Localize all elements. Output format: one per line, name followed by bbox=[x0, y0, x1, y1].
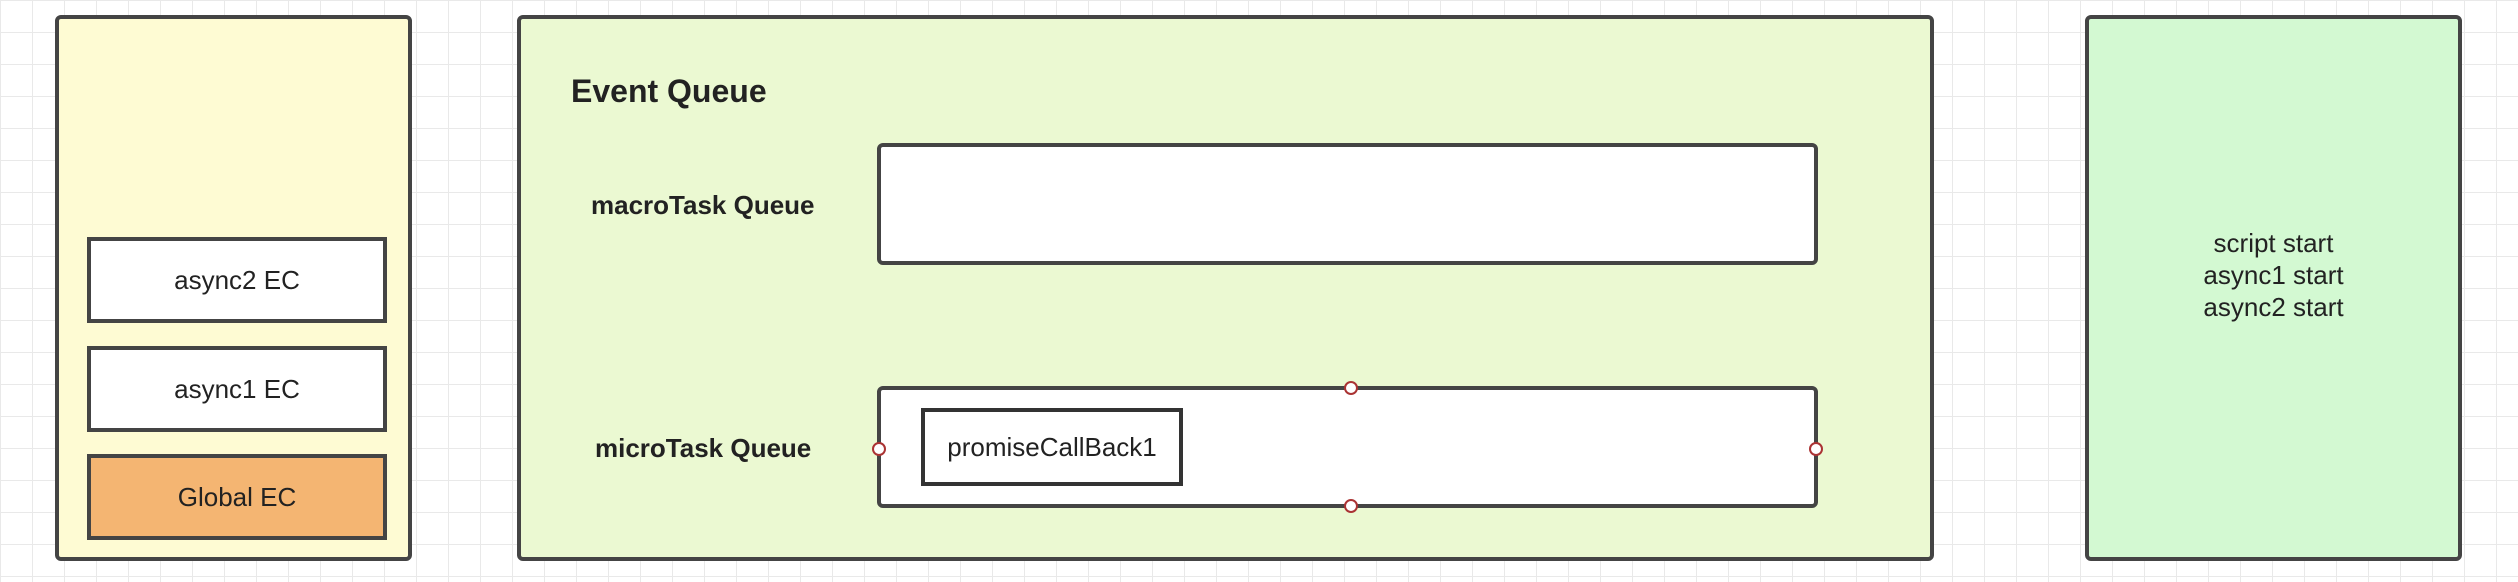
console-line: script start bbox=[2213, 228, 2334, 258]
console-output-panel: script start async1 start async2 start bbox=[2085, 15, 2462, 561]
connection-handle-bottom[interactable] bbox=[1344, 499, 1358, 513]
microtask-queue-label: microTask Queue bbox=[595, 433, 812, 463]
macrotask-queue-box bbox=[877, 143, 1818, 265]
console-line: async2 start bbox=[2203, 292, 2344, 322]
promise-callback-item: promiseCallBack1 bbox=[921, 408, 1183, 486]
async2-ec-frame: async2 EC bbox=[87, 237, 387, 323]
call-stack-panel: async2 EC async1 EC Global EC bbox=[55, 15, 412, 561]
async1-ec-frame: async1 EC bbox=[87, 346, 387, 432]
event-queue-panel: Event Queue macroTask Queue microTask Qu… bbox=[517, 15, 1934, 561]
macrotask-queue-label: macroTask Queue bbox=[591, 190, 815, 220]
console-line: async1 start bbox=[2203, 260, 2344, 290]
connection-handle-right[interactable] bbox=[1809, 442, 1823, 456]
event-queue-title: Event Queue bbox=[571, 73, 767, 109]
connection-handle-top[interactable] bbox=[1344, 381, 1358, 395]
connection-handle-left[interactable] bbox=[872, 442, 886, 456]
console-output-text: script start async1 start async2 start bbox=[2089, 227, 2458, 323]
global-ec-frame: Global EC bbox=[87, 454, 387, 540]
microtask-queue-box[interactable]: promiseCallBack1 bbox=[872, 381, 1823, 513]
